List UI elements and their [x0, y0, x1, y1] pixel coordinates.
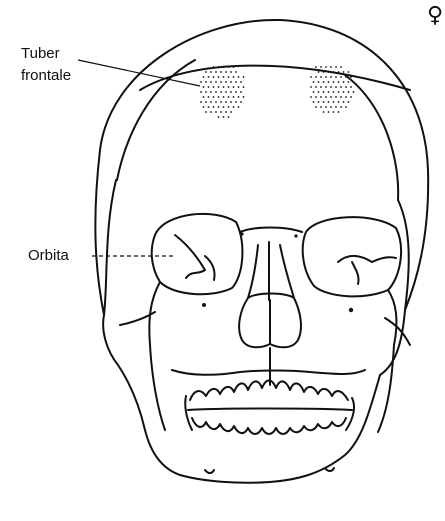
orbit-fissure-right-2 [352, 262, 359, 284]
tuber-frontale-stipple-left [200, 66, 244, 118]
orbit-fissure-left-2 [205, 256, 215, 280]
orbita-label: Orbita [28, 247, 69, 265]
mandible-ramus-left [150, 345, 165, 430]
supraorbital-dot-right [294, 234, 297, 237]
orbit-left [152, 214, 243, 294]
orbit-fissure-left [175, 235, 205, 278]
teeth-frame [185, 396, 354, 430]
orbit-fissure-right [338, 256, 396, 262]
temporal-line-right [345, 75, 398, 200]
temporal-fossa-left [104, 180, 116, 315]
mandible-ramus-right [378, 345, 394, 432]
skull-outline [95, 20, 428, 483]
temporal-line-left [117, 60, 195, 180]
nasal-bone-right [280, 245, 294, 298]
lower-teeth [192, 418, 346, 434]
tuber-frontale-label-line2: frontale [21, 67, 71, 85]
mental-foramen-right [325, 468, 334, 471]
tuber-frontale-label-line1: Tuber [21, 45, 60, 63]
zygomatic-right [388, 290, 396, 345]
supraorbital-dot-left [240, 232, 243, 235]
glabella [240, 228, 302, 233]
infraorbital-foramen-left [202, 303, 206, 307]
nasal-bone-left [248, 245, 258, 298]
female-symbol: ♀ [427, 4, 443, 28]
maxilla-outline [172, 370, 365, 375]
occlusal-line [188, 409, 352, 411]
infraorbital-foramen-right [349, 308, 353, 312]
temporal-fossa-right [398, 200, 409, 310]
zygomatic-suture-right [385, 318, 410, 345]
mental-foramen-left [205, 470, 214, 473]
